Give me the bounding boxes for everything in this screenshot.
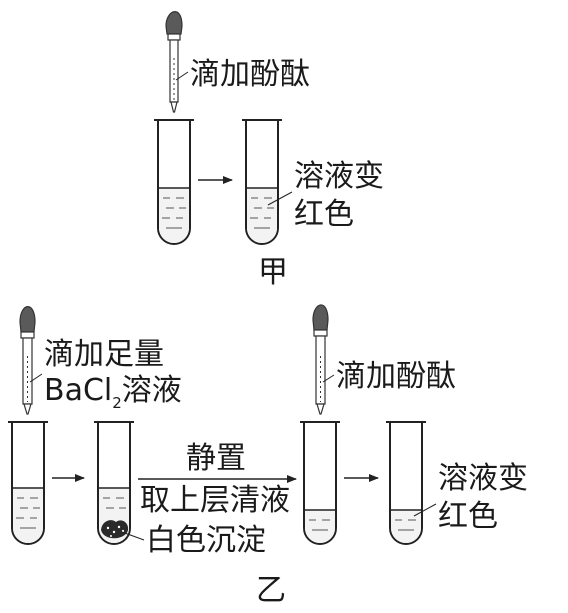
dropper-bottom-left bbox=[19, 306, 36, 415]
panel-label-b: 乙 bbox=[256, 573, 286, 608]
step-label-bottom: 取上层清液 bbox=[140, 483, 290, 518]
tube-top-2 bbox=[242, 119, 282, 245]
tube-top-1 bbox=[154, 119, 194, 245]
reagent-label: BaCl2溶液 bbox=[44, 376, 182, 411]
tube-bottom-4 bbox=[386, 421, 426, 545]
result-bottom-leader bbox=[413, 503, 437, 517]
reagent-formula: BaCl bbox=[44, 373, 113, 408]
dropper-bottom-label-line1: 滴加足量 bbox=[44, 337, 164, 372]
tube-bottom-1 bbox=[8, 421, 48, 545]
result-bottom-line2: 红色 bbox=[438, 499, 498, 534]
panel-label-a: 甲 bbox=[258, 255, 288, 290]
dropper-top bbox=[165, 11, 183, 113]
dropper-bottom-left-leader bbox=[29, 373, 43, 383]
result-top-leader bbox=[267, 191, 293, 206]
tube-bottom-2 bbox=[94, 421, 134, 545]
precipitate bbox=[101, 520, 129, 539]
tube-bottom-3 bbox=[300, 421, 340, 545]
dropper-bottom-right bbox=[312, 304, 329, 415]
precipitate-leader bbox=[121, 531, 145, 541]
dropper-bottom-right-leader bbox=[322, 374, 335, 383]
precipitate-label: 白色沉淀 bbox=[146, 523, 266, 558]
dropper-top-label: 滴加酚酞 bbox=[190, 57, 310, 92]
result-top-line2: 红色 bbox=[294, 197, 354, 232]
reagent-subscript: 2 bbox=[112, 394, 122, 412]
dropper-top-leader bbox=[175, 71, 189, 81]
dropper-bottom-right-label: 滴加酚酞 bbox=[336, 359, 456, 394]
result-top-line1: 溶液变 bbox=[294, 159, 384, 194]
result-bottom-line1: 溶液变 bbox=[438, 461, 528, 496]
step-label-top: 静置 bbox=[186, 441, 246, 476]
reagent-suffix: 溶液 bbox=[121, 373, 182, 408]
